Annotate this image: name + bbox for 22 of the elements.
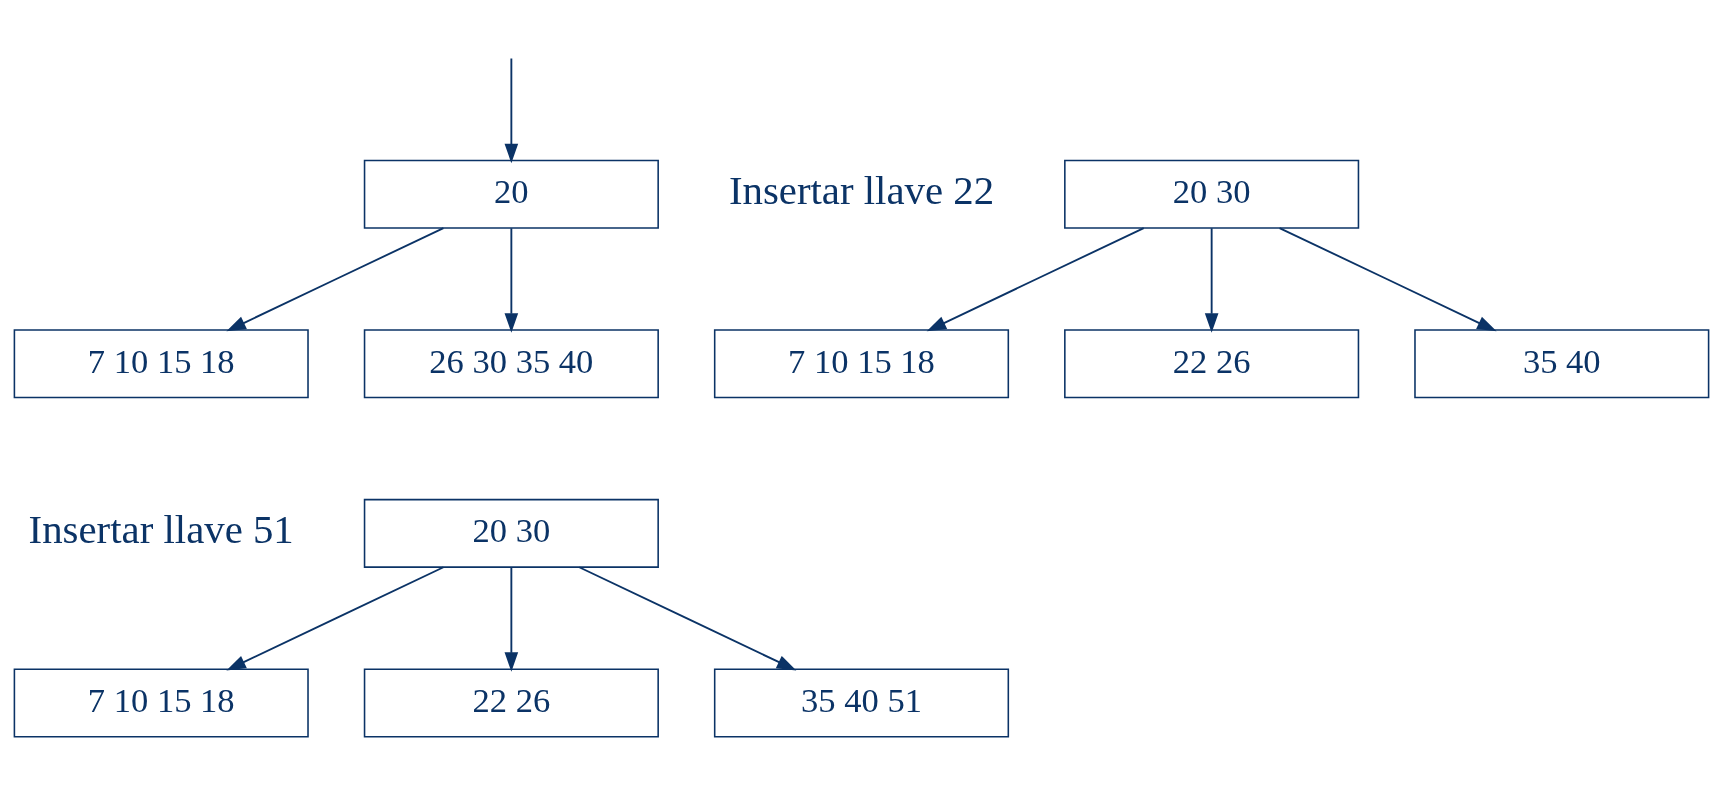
node-box: 20: [363, 159, 659, 229]
node-box: 26 30 35 40: [363, 328, 659, 398]
arrow: [1204, 226, 1219, 333]
arrow: [504, 226, 519, 333]
arrow: [504, 57, 519, 163]
arrow: [926, 226, 1145, 331]
arrow: [226, 226, 445, 331]
label: Insertar llave 51: [28, 506, 294, 552]
node-box: 7 10 15 18: [713, 328, 1010, 398]
label: Insertar llave 22: [728, 167, 995, 213]
node-box: 35 40 51: [713, 667, 1010, 737]
node-box: 22 26: [1064, 328, 1360, 398]
node-box: 20 30: [1064, 159, 1360, 229]
arrow: [578, 565, 797, 670]
arrow: [226, 565, 445, 670]
node-box: 22 26: [363, 667, 659, 737]
node-box: 7 10 15 18: [13, 667, 309, 737]
arrow: [504, 566, 519, 672]
node-box: 35 40: [1414, 328, 1710, 398]
node-box: 7 10 15 18: [13, 328, 309, 398]
arrow: [1278, 226, 1497, 331]
node-box: 20 30: [363, 498, 659, 568]
